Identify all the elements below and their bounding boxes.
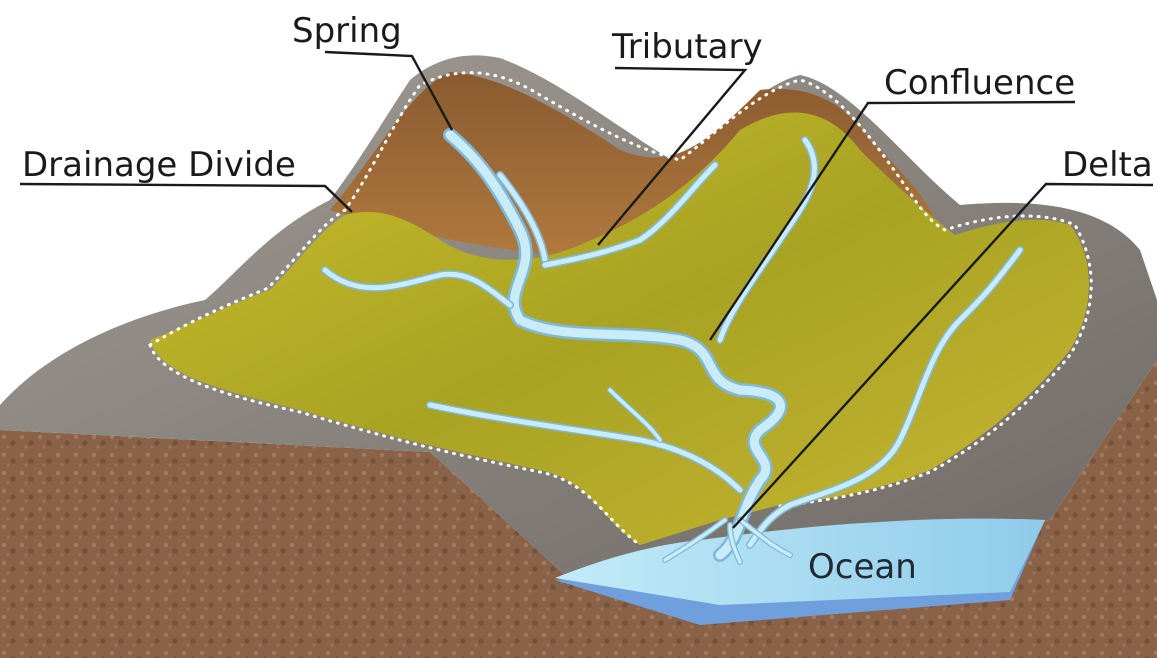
tributary-label: Tributary	[611, 27, 763, 67]
drainage-divide-leader	[20, 184, 352, 212]
spring-label: Spring	[292, 11, 402, 51]
drainage-divide-label: Drainage Divide	[22, 145, 296, 185]
confluence-label: Confluence	[884, 63, 1075, 103]
ocean-label: Ocean	[808, 547, 917, 587]
delta-label: Delta	[1062, 145, 1153, 185]
